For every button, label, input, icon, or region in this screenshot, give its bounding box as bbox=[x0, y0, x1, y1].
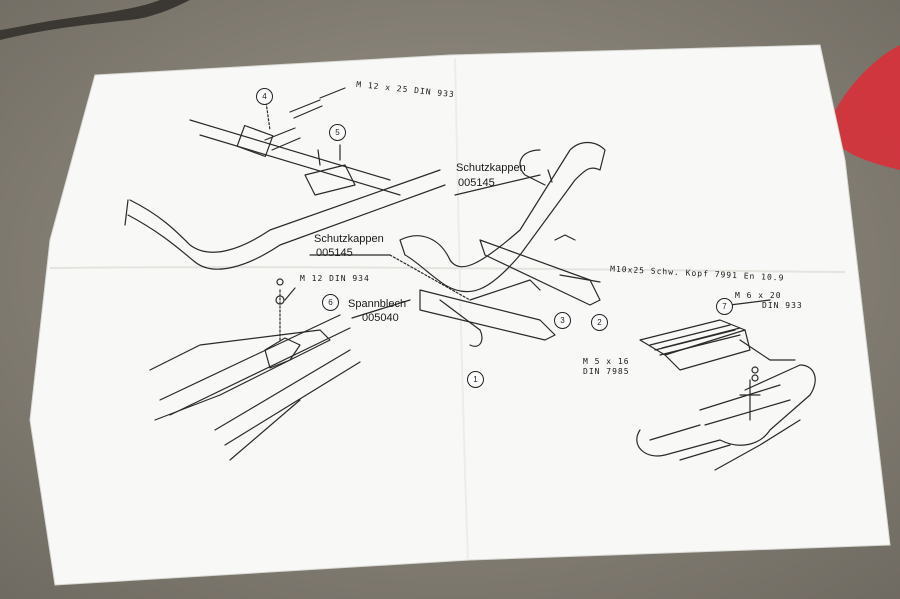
callout-3: 3 bbox=[554, 312, 571, 329]
callout-2: 2 bbox=[591, 314, 608, 331]
protective-cap-mid-number: 005145 bbox=[316, 247, 353, 259]
protective-cap-top-number: 005145 bbox=[458, 177, 495, 189]
callout-6: 6 bbox=[322, 294, 339, 311]
frame-bar-bottom-right bbox=[636, 364, 816, 457]
screw-m5x16-label: M 5 x 16 bbox=[583, 357, 630, 366]
callout-5: 5 bbox=[329, 124, 346, 141]
tension-plate-number: 005040 bbox=[362, 312, 399, 324]
protection-bar-lower bbox=[419, 289, 556, 341]
nut-m12-label: M 12 DIN 934 bbox=[300, 274, 370, 283]
red-paint-mark bbox=[828, 45, 900, 170]
callout-1: 1 bbox=[467, 371, 484, 388]
callout-4: 4 bbox=[256, 88, 273, 105]
frame-rail-bottom-left bbox=[149, 329, 331, 421]
clamp-5 bbox=[304, 164, 356, 196]
tension-plate-label: Spannblech bbox=[348, 298, 407, 310]
screw-m5x16-din-label: DIN 7985 bbox=[583, 367, 630, 376]
callout-7: 7 bbox=[716, 298, 733, 315]
frame-rail-top-left bbox=[189, 119, 401, 196]
protection-bar-upper bbox=[399, 141, 606, 293]
protective-cap-mid-label: Schutzkappen bbox=[314, 233, 384, 245]
protective-cap-top-label: Schutzkappen bbox=[456, 162, 526, 174]
bolt-m6x20-din-label: DIN 933 bbox=[762, 301, 803, 310]
bolt-m6x20-label: M 6 x 20 bbox=[735, 291, 782, 300]
